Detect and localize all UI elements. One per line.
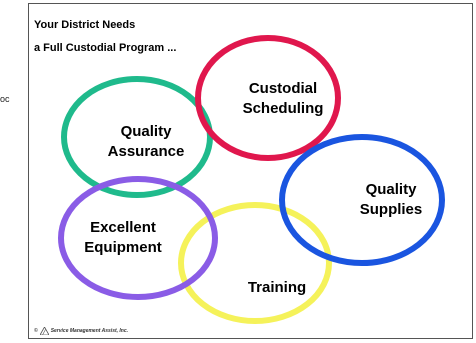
company-name: Service Management Assist, Inc. [50,328,129,334]
ring-training [178,202,332,324]
slide-frame [28,3,473,339]
footer-credit: © Service Management Assist, Inc. [34,327,128,335]
label-quality-assurance-1: Quality [121,123,173,140]
title-line-2: a Full Custodial Program ... [34,42,177,54]
label-custodial-scheduling-1: Custodial [249,80,317,97]
ring-excellent-equipment [58,176,218,300]
label-quality-assurance-2: Assurance [108,143,185,160]
copyright-symbol: © [34,328,38,334]
label-quality-supplies-1: Quality [366,181,418,198]
title-line-1: Your District Needs [34,19,136,31]
company-logo-icon [39,327,49,335]
label-training: Training [248,279,306,296]
ring-custodial-scheduling [195,35,341,161]
ring-quality-supplies [279,134,445,266]
clipped-side-text: oc [0,94,10,104]
label-excellent-equipment-2: Equipment [84,239,162,256]
label-custodial-scheduling-2: Scheduling [243,100,324,117]
label-quality-supplies-2: Supplies [360,201,423,218]
ring-quality-assurance [61,76,213,198]
background-strip [0,3,28,339]
label-excellent-equipment-1: Excellent [90,219,156,236]
